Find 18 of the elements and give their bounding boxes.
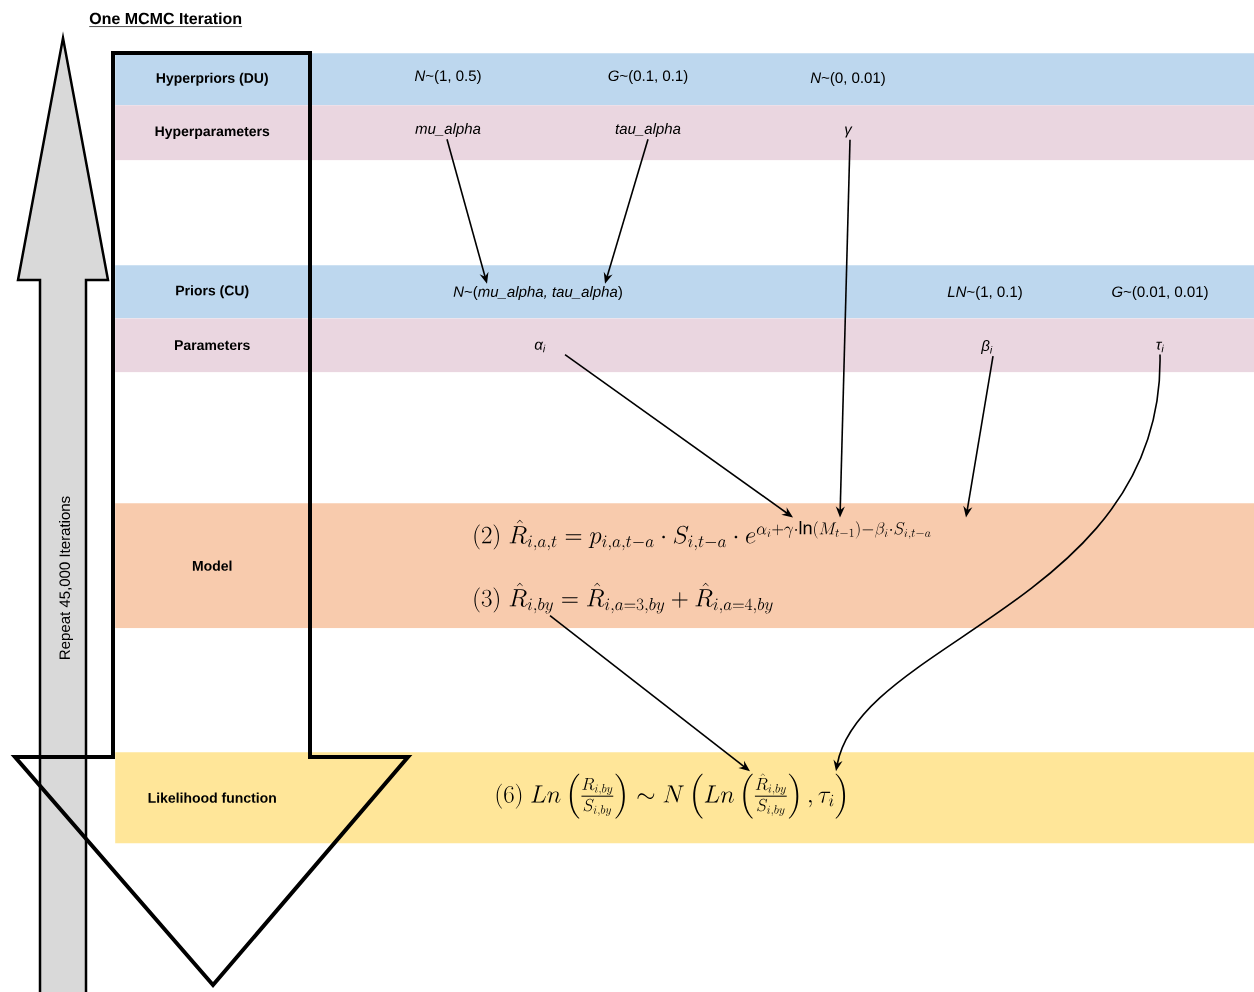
formula: $(6)\ Ln\left(\frac{R_{i,by}}{S_{i,by}}\right) \sim N\left(Ln\left(\frac{\hat{R}_{i,by}}{S_{i,by}}\right), \tau_i\right)$ (496, 773, 846, 819)
distribution-label: LN~(1, 0.1) (947, 286, 1022, 300)
distribution-label: N~(1, 0.5) (414, 70, 481, 84)
distribution-label: N~(mu_alpha, tau_alpha) (453, 286, 622, 300)
arrow (564, 353, 793, 518)
formula: $(2)\ \hat{R}_{i,a,t} = p_{i,a,t-a} \cdot S_{i,t-a} \cdot e^{\alpha_i + \gamma \cdot \ln(M_{t-1}) - \beta_i \cdot S_{i,t-a}}$ (474, 519, 931, 551)
formula: $(3)\ \hat{R}_{i,by} = \hat{R}_{i,a=3,by} + \hat{R}_{i,a=4,by}$ (474, 582, 773, 614)
distribution-label: G~(0.01, 0.01) (1112, 286, 1208, 300)
parameter-label: τ$_{i}$ (1156, 341, 1164, 353)
distribution-label: G~(0.1, 0.1) (608, 70, 688, 84)
arrow-label: Repeat 45,000 Iterations (59, 496, 73, 659)
parameter-label: mu_alpha (415, 123, 481, 137)
parameter-label: α$_{i}$ (534, 341, 546, 353)
parameter-label: γ (845, 126, 853, 138)
parameter-label: β$_{i}$ (980, 340, 993, 354)
title: One MCMC Iteration (88, 12, 243, 27)
parameter-label: tau_alpha (615, 123, 681, 137)
distribution-label: N~(0, 0.01) (810, 72, 885, 86)
